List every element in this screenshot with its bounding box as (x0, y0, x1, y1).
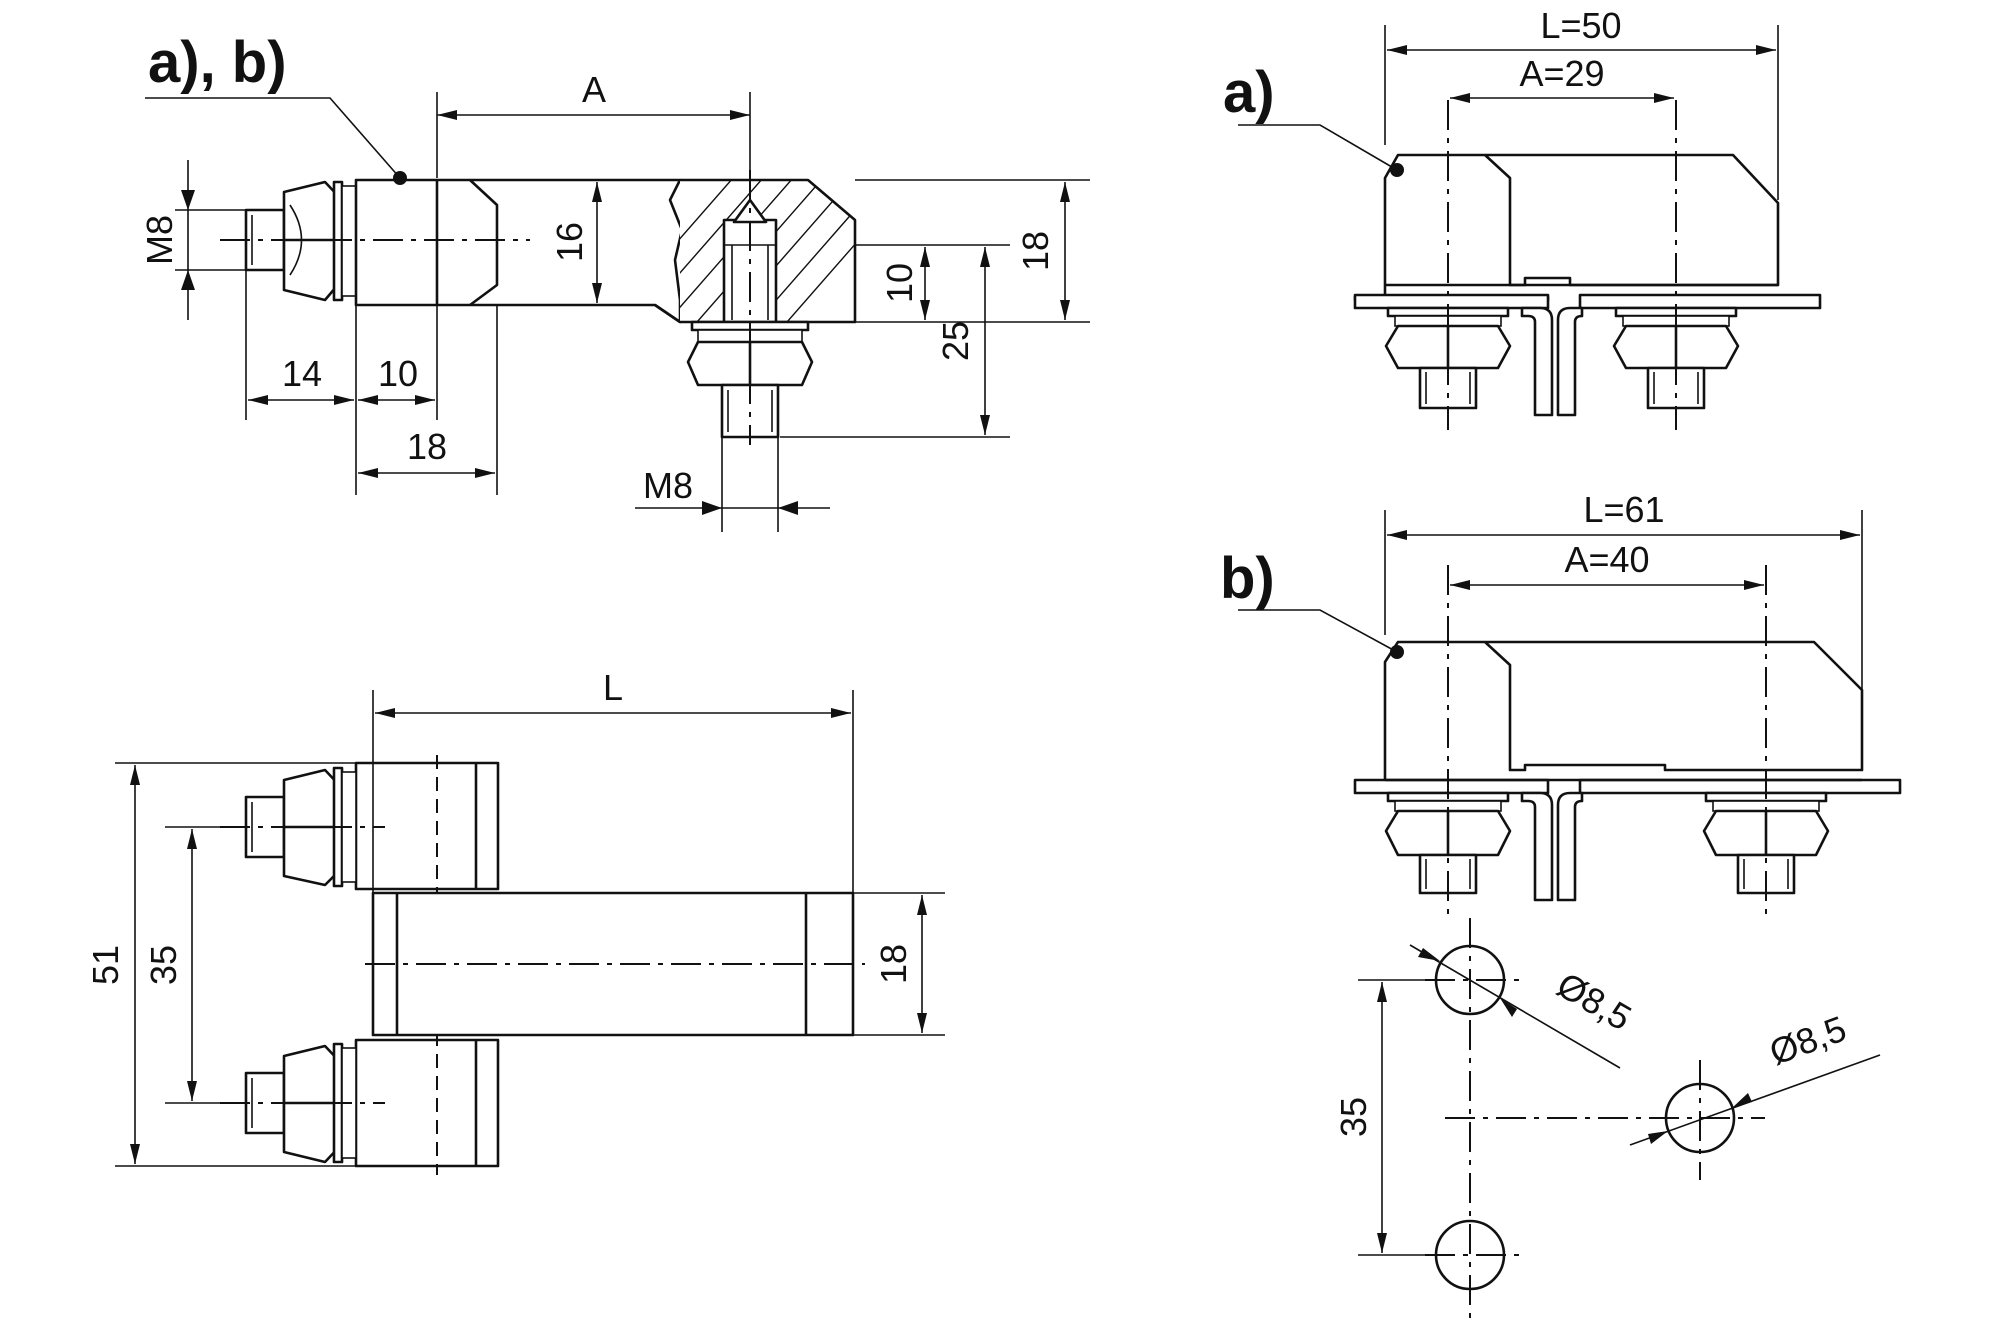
label-ab: a), b) (148, 30, 287, 95)
dim-10-bottom-text: 10 (378, 353, 418, 394)
variant-b-view: b) L=61 A=40 (1220, 489, 1902, 915)
dim-51: 51 (85, 762, 356, 1167)
dim-18-bottom-text: 18 (407, 426, 447, 467)
dim-M8-bottom-text: M8 (643, 465, 693, 506)
dim-10-right: 10 (855, 244, 1010, 320)
dim-dia2-text: Ø8,5 (1764, 1008, 1851, 1073)
dim-A29-text: A=29 (1519, 53, 1604, 94)
dim-L-text: L (603, 667, 623, 708)
dim-25-text: 25 (935, 321, 976, 361)
terminal-body (354, 178, 857, 324)
dim-16-text: 16 (549, 222, 590, 262)
dim-A40-text: A=40 (1564, 539, 1649, 580)
dim-18-height: 18 (855, 179, 1090, 323)
dim-bottom-left-chain: 14 10 18 (245, 270, 498, 495)
dim-M8-left-text: M8 (139, 215, 180, 265)
dim-51-text: 51 (85, 945, 126, 985)
dim-18-plan: 18 (853, 892, 945, 1036)
dim-14-text: 14 (282, 353, 322, 394)
dim-10-right-text: 10 (879, 263, 920, 303)
dim-16: 16 (549, 182, 602, 303)
dim-L50-text: L=50 (1540, 5, 1621, 46)
dim-35-left-text: 35 (143, 945, 184, 985)
variant-a-view: a) L=50 A=29 (1223, 5, 1822, 430)
dim-25: 25 (780, 247, 1010, 438)
dim-A: A (436, 69, 751, 178)
label-a: a) (1223, 60, 1275, 125)
dim-dia1-text: Ø8,5 (1550, 964, 1638, 1039)
hole-pattern: Ø8,5 Ø8,5 35 (1333, 918, 1881, 1320)
dim-M8-left: M8 (139, 160, 246, 320)
dim-35-plan: 35 (143, 826, 246, 1104)
label-b: b) (1220, 546, 1275, 611)
dim-18-right-text: 18 (1015, 231, 1056, 271)
leader-ab: a), b) (145, 30, 407, 185)
side-view: a), b) A 18 16 10 (139, 30, 1090, 532)
dim-35-holes-text: 35 (1333, 1097, 1374, 1137)
dim-L: L (372, 667, 854, 893)
dim-A-text: A (582, 69, 606, 110)
dim-L61-text: L=61 (1583, 489, 1664, 530)
dim-18-plan-text: 18 (873, 944, 914, 984)
dim-M8-bottom: M8 (635, 437, 830, 532)
plan-view: L 51 35 18 (85, 667, 945, 1175)
